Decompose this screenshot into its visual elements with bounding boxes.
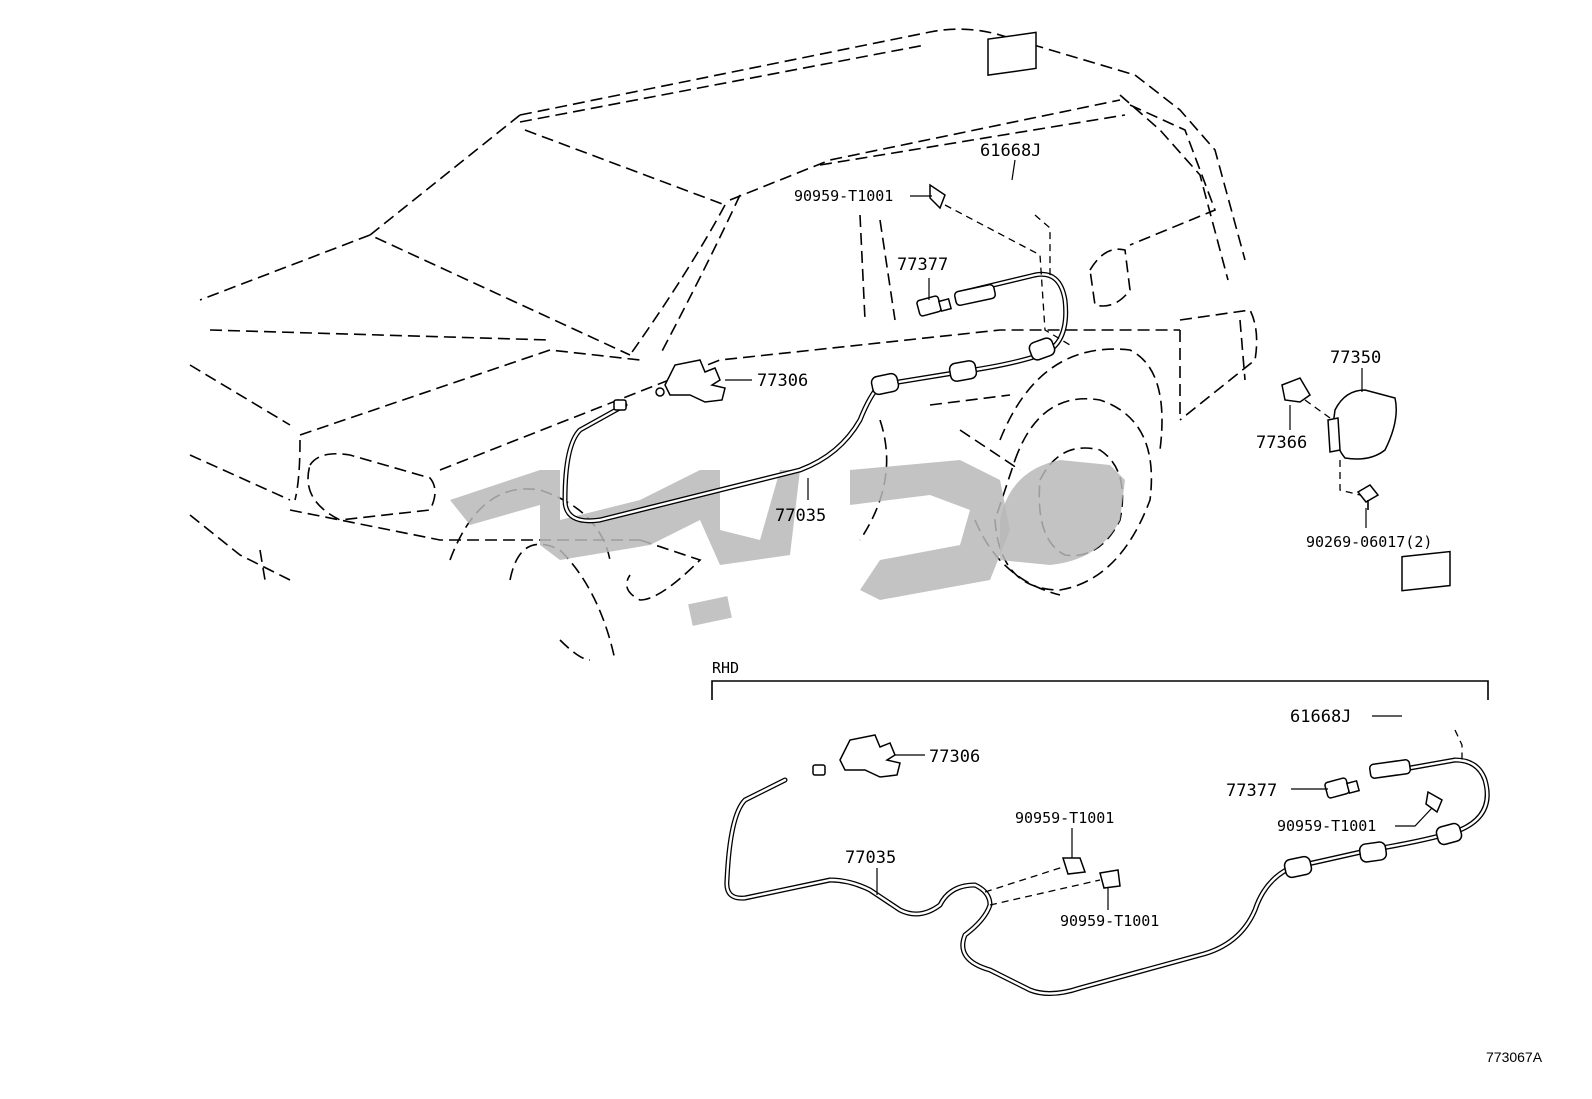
figure-code: 773067A [1486,1049,1543,1065]
clamps-rhd [1061,790,1443,889]
label-sticker-rhd [1401,550,1451,592]
label-61668j-top: 61668J [980,141,1041,161]
label-77377-top: 77377 [897,255,948,275]
label-90959-top: 90959-T1001 [794,187,893,205]
rhd-bracket [711,680,1489,700]
label-90959-rhd-b: 90959-T1001 [1060,912,1159,930]
cable-top [562,271,1069,524]
label-77377-rhd: 77377 [1226,781,1277,801]
part-labels: 77306 77035 77377 90959-T1001 61668J 773… [712,141,1543,1065]
label-rhd: RHD [712,659,739,677]
label-77306-top: 77306 [757,371,808,391]
fuel-lid-lock-rhd [1324,777,1361,799]
label-77350: 77350 [1330,348,1381,368]
cable-rhd [724,757,1490,996]
label-90959-rhd-a: 90959-T1001 [1015,809,1114,827]
opener-lever-top [613,359,726,411]
leaders-rhd [876,715,1433,910]
label-77366: 77366 [1256,433,1307,453]
label-90959-rhd-c: 90959-T1001 [1277,817,1376,835]
fuel-lid [1327,389,1397,460]
fuel-lid-lock-top [916,295,953,317]
label-90269: 90269-06017(2) [1306,533,1432,551]
fuel-lid-hinge [1281,377,1311,403]
screw [1356,484,1380,510]
clamp-top [929,183,946,210]
leaders-top [725,159,1367,528]
label-77306-rhd: 77306 [929,747,980,767]
label-77035-top: 77035 [775,506,826,526]
label-77035-rhd: 77035 [845,848,896,868]
label-sticker-top [987,31,1037,77]
label-61668j-rhd: 61668J [1290,707,1351,727]
vehicle-outline [189,28,1258,661]
watermark-logo [450,460,1125,626]
opener-lever-rhd [812,734,901,778]
